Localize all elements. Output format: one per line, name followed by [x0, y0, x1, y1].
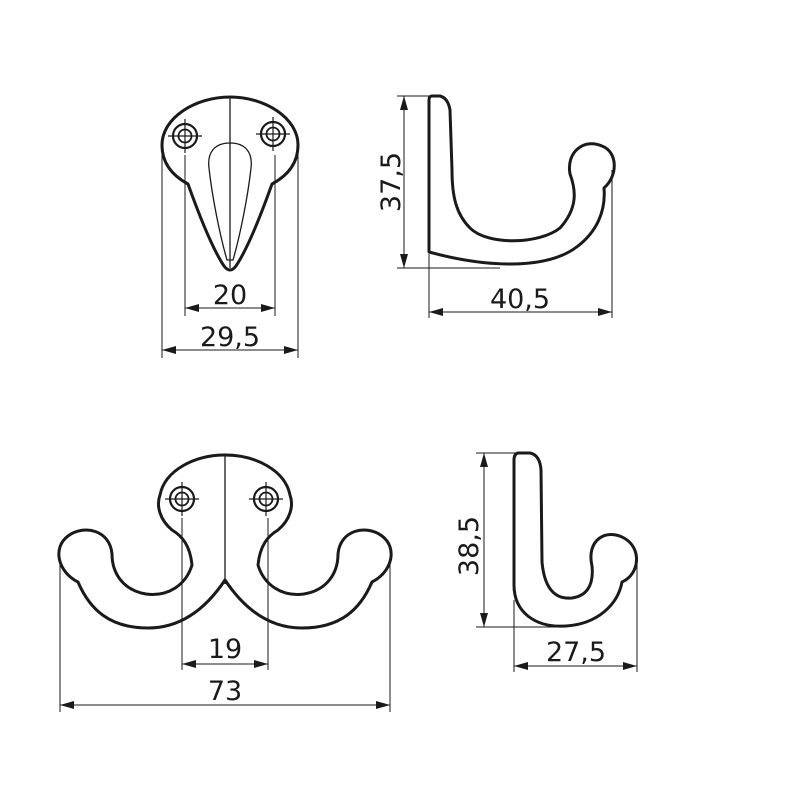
single-hook-side-body	[427, 94, 616, 266]
dim-label: 38,5	[454, 516, 485, 576]
dim-label: 27,5	[546, 637, 606, 668]
double-hook-side-body	[512, 451, 638, 628]
dim-label: 19	[208, 634, 242, 665]
single-hook-side-view: 37,5 40,5	[376, 94, 616, 318]
double-hook-front-view: 19 73	[57, 453, 393, 712]
dim-label: 20	[213, 280, 247, 311]
dim-label: 40,5	[490, 284, 550, 315]
single-hook-front-view: 20 29,5	[160, 95, 300, 358]
dim-label: 29,5	[200, 322, 260, 353]
dim-label: 73	[208, 676, 242, 707]
dim-label: 37,5	[376, 152, 407, 212]
double-hook-side-view: 38,5 27,5	[454, 451, 638, 672]
